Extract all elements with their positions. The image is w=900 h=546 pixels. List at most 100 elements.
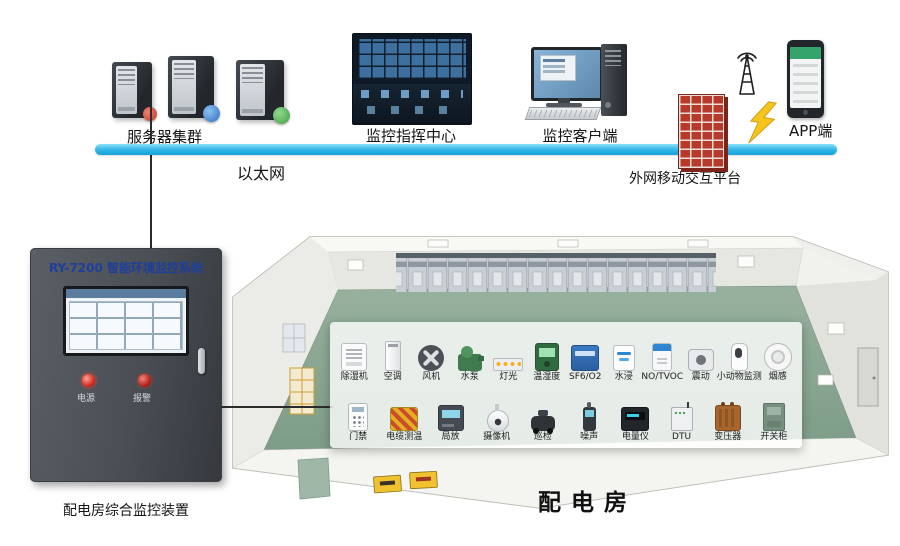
server-front-panel <box>116 66 137 114</box>
command-center-label: 监控指挥中心 <box>365 127 456 145</box>
device-vibration: 震动 <box>682 326 721 384</box>
pc-tower-icon <box>601 44 627 116</box>
cabinet-touchscreen <box>63 286 189 356</box>
device-label: 开关柜 <box>760 432 788 443</box>
cabinet-caption: 配电房综合监控装置 <box>63 503 189 519</box>
access-control-icon <box>348 403 369 432</box>
video-wall-icon <box>358 39 466 79</box>
device-fan: 风机 <box>412 326 451 384</box>
connector-servers-to-cabinet <box>150 106 152 248</box>
device-label: DTU <box>672 432 692 443</box>
power-meter-icon <box>621 407 650 432</box>
water-pump-icon <box>457 346 484 372</box>
external-platform-label: 外网移动交互平台 <box>629 171 741 187</box>
water-leak-sensor-icon <box>612 345 635 372</box>
alarm-indicator-light <box>138 374 151 387</box>
ethernet-bus-bar <box>95 144 837 155</box>
device-switchgear: 开关柜 <box>751 386 797 444</box>
device-label: 震动 <box>691 372 710 383</box>
device-row-1: 除湿机 空调 风机 水泵 灯光 温湿度 <box>333 326 799 384</box>
no-tvoc-sensor-icon <box>652 343 673 372</box>
device-air-conditioner: 空调 <box>374 326 413 384</box>
cabinet-title: RY-7200 智能环境监控系统 <box>48 261 204 275</box>
monitor-stand <box>558 98 570 104</box>
device-label: 除湿机 <box>340 372 368 383</box>
device-water-pump: 水泵 <box>451 326 490 384</box>
smartphone-icon <box>787 40 824 118</box>
fan-icon <box>418 345 445 372</box>
device-legend-panel: 除湿机 空调 风机 水泵 灯光 温湿度 <box>330 322 802 448</box>
firewall-icon <box>678 94 725 169</box>
device-camera: 摄像机 <box>474 386 520 444</box>
device-label: 巡检 <box>533 432 552 443</box>
switchgear-icon <box>762 403 785 432</box>
temperature-humidity-icon <box>534 343 559 372</box>
monitoring-cabinet: RY-7200 智能环境监控系统 电源 报警 <box>30 248 222 482</box>
operator-desks-icon <box>353 84 471 124</box>
lightning-bolt-icon <box>748 101 778 144</box>
connector-cabinet-to-panel <box>221 406 333 408</box>
device-partial-discharge: 局放 <box>427 386 473 444</box>
device-label: 局放 <box>441 432 460 443</box>
device-label: 灯光 <box>499 372 518 383</box>
alarm-indicator-label: 报警 <box>133 394 152 404</box>
device-temperature-humidity: 温湿度 <box>528 326 567 384</box>
power-indicator-light <box>82 374 95 387</box>
globe-badge-icon <box>203 105 220 122</box>
room-name-label: 配电房 <box>538 490 637 516</box>
server-front-panel <box>172 60 196 114</box>
device-label: 水浸 <box>614 372 633 383</box>
lighting-icon <box>493 358 524 372</box>
server-cluster-label: 服务器集群 <box>127 128 203 146</box>
vibration-sensor-icon <box>687 349 714 372</box>
signal-tower-icon <box>737 52 757 95</box>
device-label: 摄像机 <box>483 432 511 443</box>
device-label: 变压器 <box>714 432 742 443</box>
device-label: 水泵 <box>460 372 479 383</box>
monitor-screen <box>534 50 600 98</box>
dtu-icon <box>670 402 693 432</box>
device-label: 门禁 <box>349 432 368 443</box>
device-noise: 噪声 <box>566 386 612 444</box>
server-tower-icon <box>236 60 290 124</box>
camera-icon <box>484 403 510 433</box>
device-dtu: DTU <box>658 386 704 444</box>
device-label: 烟感 <box>768 372 787 383</box>
noise-meter-icon <box>582 402 596 432</box>
partial-discharge-icon <box>437 405 464 432</box>
device-label: 温湿度 <box>533 372 561 383</box>
keyboard-icon <box>524 107 602 120</box>
transformer-icon <box>714 402 741 432</box>
device-no-tvoc: NO/TVOC <box>641 326 684 384</box>
power-indicator-label: 电源 <box>77 394 96 404</box>
desktop-monitor-icon <box>531 47 603 101</box>
client-label: 监控客户端 <box>542 127 618 145</box>
sf6-o2-sensor-icon <box>571 345 600 372</box>
dehumidifier-icon <box>341 343 368 372</box>
device-label: 电缆测温 <box>386 432 423 443</box>
server-tower-icon <box>112 62 157 121</box>
animal-monitor-icon <box>730 343 748 372</box>
ethernet-label: 以太网 <box>237 164 286 183</box>
cable-temperature-icon <box>390 407 419 432</box>
cabinet-door-handle <box>198 348 205 374</box>
device-label: 空调 <box>383 372 402 383</box>
app-label: APP端 <box>789 122 833 140</box>
globe-badge-icon <box>273 107 290 124</box>
device-label: NO/TVOC <box>641 372 684 383</box>
device-animal-monitor: 小动物监测 <box>717 326 762 384</box>
device-sf6-o2: SF6/O2 <box>566 326 605 384</box>
device-cable-temperature: 电缆测温 <box>381 386 427 444</box>
device-label: 噪声 <box>580 432 599 443</box>
device-transformer: 变压器 <box>705 386 751 444</box>
device-label: 风机 <box>422 372 441 383</box>
air-conditioner-icon <box>384 341 401 372</box>
device-smoke-detector: 烟感 <box>759 326 798 384</box>
phone-screen <box>790 47 821 108</box>
server-tower-icon <box>168 56 220 122</box>
monitor-base <box>546 103 582 107</box>
device-lighting: 灯光 <box>489 326 528 384</box>
device-row-2: 门禁 电缆测温 局放 摄像机 巡检 噪声 <box>333 386 799 444</box>
device-label: SF6/O2 <box>569 372 602 383</box>
